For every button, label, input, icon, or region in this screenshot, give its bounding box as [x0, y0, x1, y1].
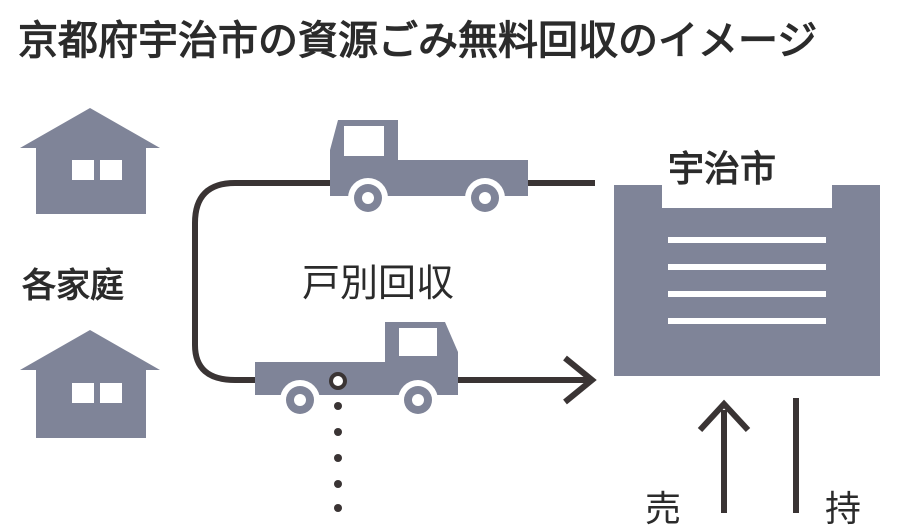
truck-icon [255, 322, 458, 420]
house-icon [20, 330, 160, 438]
arrow-head-to-city-icon [563, 355, 597, 405]
hold-label: 持 [825, 489, 862, 530]
collection-loop-line [192, 180, 590, 383]
truck-icon [330, 120, 528, 218]
sell-label: 売 [645, 489, 682, 530]
flow-diagram [20, 108, 880, 513]
arrow-up-icon [697, 399, 751, 433]
facility-icon [614, 185, 880, 376]
city-label: 宇治市 [668, 149, 777, 190]
diagram-title: 京都府宇治市の資源ごみ無料回収のイメージ [18, 18, 818, 64]
households-label: 各家庭 [22, 266, 124, 306]
house-icon [20, 108, 160, 214]
door-to-door-collection-label: 戸別回収 [302, 261, 455, 305]
dotted-line [329, 372, 347, 512]
